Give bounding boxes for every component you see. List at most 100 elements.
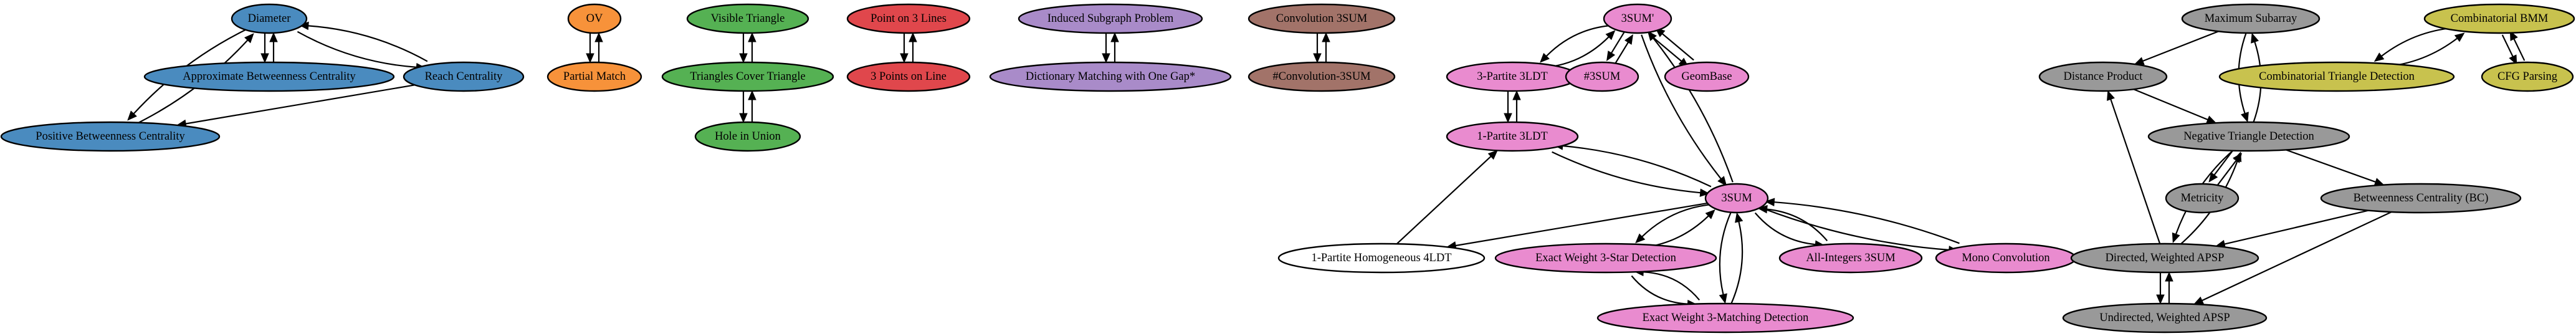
arrowhead-three_sum_prime-to-hash_3sum xyxy=(1606,50,1616,62)
node-ellipse-three_sum_prime xyxy=(1603,3,1672,34)
arrowhead-three_sum-to-exact_weight_3star xyxy=(1635,233,1646,244)
node-label-hash_3sum: #3SUM xyxy=(1584,70,1621,83)
arrowhead-combinatorial_triangle-to-combinatorial_bmm xyxy=(2454,32,2465,42)
node-ellipse-triangles_cover_triangle xyxy=(661,61,834,92)
arrowhead-approx_betweenness-to-diameter xyxy=(269,32,278,42)
node-label-hole_in_union: Hole in Union xyxy=(715,130,781,143)
node-all_integers_3sum: All-Integers 3SUM xyxy=(1778,242,1923,274)
node-label-point_on_3_lines: Point on 3 Lines xyxy=(871,12,947,25)
arrowhead-positive_betweenness-to-diameter xyxy=(244,33,254,44)
edge-betweenness_bc-to-directed_apsp xyxy=(2224,209,2369,245)
edge-mono_convolution-to-three_sum xyxy=(1774,201,1960,244)
node-ellipse-three_sum xyxy=(1704,183,1769,214)
node-ellipse-betweenness_bc xyxy=(2320,183,2522,214)
node-combinatorial_bmm: Combinatorial BMM xyxy=(2423,3,2575,34)
edge-all_integers_3sum-to-three_sum xyxy=(1767,208,1828,242)
node-three_sum: 3SUM xyxy=(1704,183,1769,214)
node-ellipse-directed_apsp xyxy=(2070,242,2259,274)
node-label-geombase: GeomBase xyxy=(1681,70,1732,83)
node-ellipse-one_partite_hom_4ldt xyxy=(1277,242,1486,274)
edge-three_sum-to-exact_weight_3star xyxy=(1641,203,1713,238)
node-ellipse-one_partite_3ldt xyxy=(1446,121,1579,152)
arrowhead-maximum_subarray-to-negative_triangle xyxy=(2241,112,2249,123)
edge-three_sum_prime-to-geombase xyxy=(1649,34,1682,62)
edge-exact_weight_3star-to-exact_weight_3matching xyxy=(1631,275,1688,305)
node-ellipse-all_integers_3sum xyxy=(1778,242,1923,274)
node-label-all_integers_3sum: All-Integers 3SUM xyxy=(1806,252,1895,264)
node-ellipse-convolution_3sum xyxy=(1247,3,1396,34)
arrowhead-visible_triangle-to-triangles_cover_triangle xyxy=(739,53,748,64)
node-ellipse-three_points_on_line xyxy=(846,61,971,92)
node-combinatorial_triangle: Combinatorial Triangle Detection xyxy=(2218,61,2455,92)
node-label-positive_betweenness: Positive Betweenness Centrality xyxy=(36,130,185,143)
arrowhead-three_sum_prime-to-three_partite_3ldt xyxy=(1540,52,1550,63)
node-label-convolution_3sum: Convolution 3SUM xyxy=(1276,12,1367,25)
edge-maximum_subarray-to-distance_product xyxy=(2142,31,2219,62)
arrowhead-one_partite_3ldt-to-three_sum xyxy=(1699,188,1710,197)
node-diameter: Diameter xyxy=(231,3,308,34)
node-label-approx_betweenness: Approximate Betweenness Centrality xyxy=(183,70,356,83)
node-label-partial_match: Partial Match xyxy=(563,70,626,83)
node-ellipse-exact_weight_3star xyxy=(1494,242,1717,274)
edge-reach_centrality-to-diameter xyxy=(308,25,428,62)
node-exact_weight_3star: Exact Weight 3-Star Detection xyxy=(1494,242,1717,274)
node-induced_subgraph: Induced Subgraph Problem xyxy=(1018,3,1203,34)
arrowhead-three_partite_3ldt-to-three_sum_prime xyxy=(1605,30,1616,41)
edge-three_sum_prime-to-three_partite_3ldt xyxy=(1545,24,1613,57)
node-ellipse-partial_match xyxy=(546,61,642,92)
node-ellipse-negative_triangle xyxy=(2147,121,2350,152)
edge-exact_weight_3matching-to-exact_weight_3star xyxy=(1643,271,1701,301)
arrowhead-hole_in_union-to-triangles_cover_triangle xyxy=(748,90,756,100)
node-undirected_apsp: Undirected, Weighted APSP xyxy=(2062,302,2268,334)
node-label-triangles_cover_triangle: Triangles Cover Triangle xyxy=(690,70,805,83)
node-point_on_3_lines: Point on 3 Lines xyxy=(846,3,971,34)
arrowhead-three_sum-to-three_sum_prime xyxy=(1647,31,1657,41)
node-ellipse-positive_betweenness xyxy=(0,121,221,152)
node-hole_in_union: Hole in Union xyxy=(694,121,801,152)
node-three_sum_prime: 3SUM' xyxy=(1603,3,1672,34)
node-ellipse-hash_3sum xyxy=(1565,61,1639,92)
node-label-induced_subgraph: Induced Subgraph Problem xyxy=(1047,12,1174,25)
node-ellipse-visible_triangle xyxy=(686,3,809,34)
node-label-negative_triangle: Negative Triangle Detection xyxy=(2183,130,2314,143)
node-convolution_3sum: Convolution 3SUM xyxy=(1247,3,1396,34)
node-label-undirected_apsp: Undirected, Weighted APSP xyxy=(2099,312,2230,324)
edge-diameter-to-reach_centrality xyxy=(297,31,417,68)
node-label-three_sum_prime: 3SUM' xyxy=(1621,12,1654,25)
arrowhead-directed_apsp-to-distance_product xyxy=(2107,90,2115,101)
node-label-directed_apsp: Directed, Weighted APSP xyxy=(2106,252,2225,264)
node-label-visible_triangle: Visible Triangle xyxy=(711,12,785,25)
node-ellipse-reach_centrality xyxy=(403,61,525,92)
edge-three_sum-to-mono_convolution xyxy=(1763,208,1949,251)
edge-three_sum-to-three_sum_prime xyxy=(1653,37,1734,183)
node-cfg_parsing: CFG Parsing xyxy=(2481,61,2574,92)
node-ellipse-distance_product xyxy=(2038,61,2168,92)
arrowhead-point_on_3_lines-to-three_points_on_line xyxy=(900,53,909,64)
edge-directed_apsp-to-distance_product xyxy=(2110,98,2161,244)
arrowhead-three_points_on_line-to-point_on_3_lines xyxy=(909,32,917,42)
node-label-maximum_subarray: Maximum Subarray xyxy=(2205,12,2297,25)
arrowhead-hash_3sum-to-three_sum_prime xyxy=(1624,34,1633,45)
node-ellipse-metricity xyxy=(2165,183,2240,214)
arrowhead-exact_weight_3matching-to-three_sum xyxy=(1735,212,1744,223)
node-ellipse-induced_subgraph xyxy=(1018,3,1203,34)
node-label-one_partite_hom_4ldt: 1-Partite Homogeneous 4LDT xyxy=(1311,252,1451,264)
node-one_partite_hom_4ldt: 1-Partite Homogeneous 4LDT xyxy=(1277,242,1486,274)
node-label-three_sum: 3SUM xyxy=(1721,192,1752,204)
arrowhead-exact_weight_3star-to-three_sum xyxy=(1705,209,1715,219)
arrowhead-dictionary_matching-to-induced_subgraph xyxy=(1110,32,1119,42)
arrowhead-betweenness_bc-to-undirected_apsp xyxy=(2193,296,2205,305)
node-label-exact_weight_3star: Exact Weight 3-Star Detection xyxy=(1535,252,1676,264)
node-label-cfg_parsing: CFG Parsing xyxy=(2497,70,2557,83)
node-label-reach_centrality: Reach Centrality xyxy=(425,70,503,83)
node-ellipse-point_on_3_lines xyxy=(846,3,971,34)
arrowhead-negative_triangle-to-metricity xyxy=(2208,172,2218,183)
node-ellipse-undirected_apsp xyxy=(2062,302,2268,334)
arrowhead-one_partite_hom_4ldt-to-one_partite_3ldt xyxy=(1487,150,1498,160)
edge-cfg_parsing-to-combinatorial_bmm xyxy=(2513,39,2526,61)
node-three_points_on_line: 3 Points on Line xyxy=(846,61,971,92)
arrowhead-convolution_3sum-to-hash_convolution_3sum xyxy=(1313,53,1322,64)
arrowhead-three_partite_3ldt-to-one_partite_3ldt xyxy=(1504,113,1512,123)
node-one_partite_3ldt: 1-Partite 3LDT xyxy=(1446,121,1579,152)
node-maximum_subarray: Maximum Subarray xyxy=(2181,3,2321,34)
